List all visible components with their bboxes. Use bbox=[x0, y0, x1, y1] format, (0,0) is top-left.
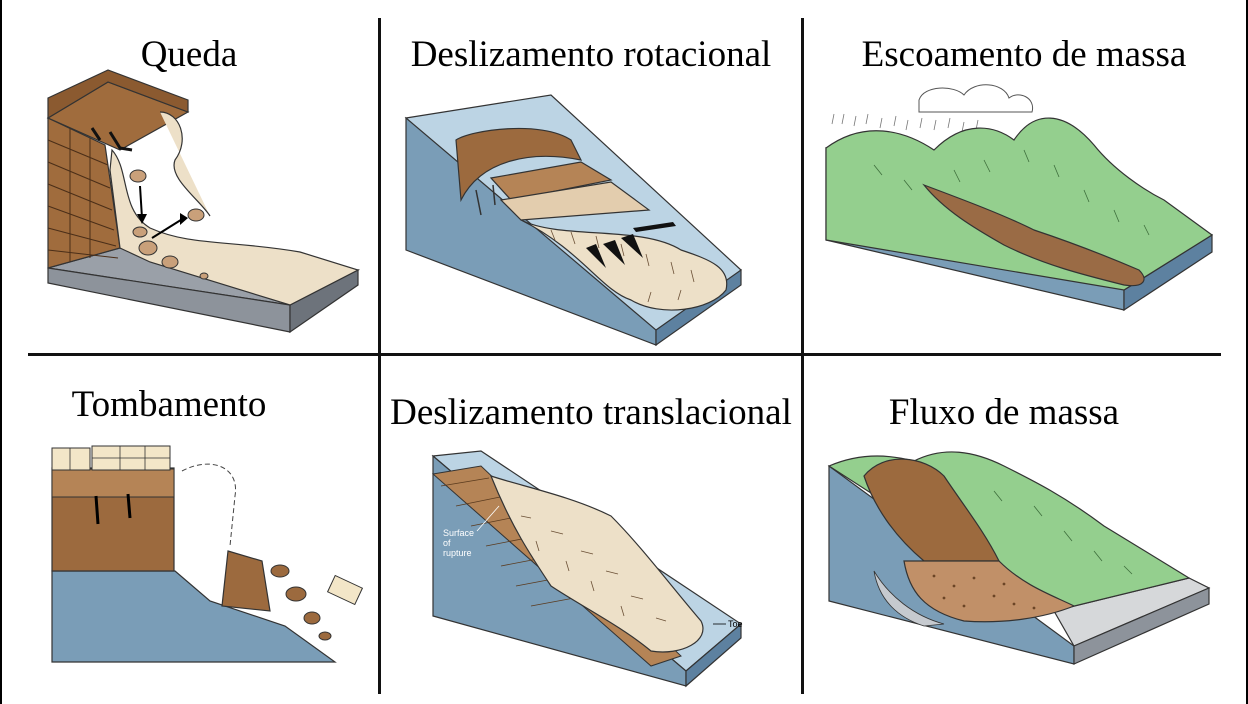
toe-label: Toe bbox=[728, 619, 743, 629]
left-frame-edge bbox=[0, 0, 2, 704]
panel-title-deslizamento-translacional: Deslizamento translacional bbox=[390, 392, 792, 433]
rupture-label-line3: rupture bbox=[443, 548, 472, 558]
vertical-divider-left bbox=[378, 18, 381, 694]
mass-flow-illustration bbox=[827, 451, 1211, 665]
panel-tombamento: Tombamento bbox=[0, 356, 378, 704]
panel-title-escoamento-de-massa: Escoamento de massa bbox=[861, 34, 1187, 75]
translational-slide-illustration: Surface of rupture Toe bbox=[431, 450, 743, 688]
rupture-label-line1: Surface bbox=[443, 528, 474, 538]
topple-illustration bbox=[51, 445, 364, 663]
panel-escoamento-de-massa: Escoamento de massa bbox=[804, 0, 1248, 352]
fall-illustration bbox=[46, 69, 361, 334]
earthflow-illustration bbox=[825, 84, 1214, 312]
panel-title-queda: Queda bbox=[140, 34, 238, 75]
panel-fluxo-de-massa: Fluxo de massa bbox=[804, 356, 1248, 704]
panel-title-fluxo-de-massa: Fluxo de massa bbox=[888, 392, 1120, 433]
rupture-label-line2: of bbox=[443, 538, 451, 548]
right-frame-edge bbox=[1246, 0, 1248, 704]
panel-queda: Queda bbox=[0, 0, 378, 352]
vertical-divider-right bbox=[801, 18, 804, 694]
panel-deslizamento-rotacional: Deslizamento rotacional bbox=[381, 0, 801, 352]
rotational-slide-illustration bbox=[404, 94, 742, 347]
panel-title-deslizamento-rotacional: Deslizamento rotacional bbox=[410, 34, 772, 75]
horizontal-divider bbox=[28, 353, 1221, 356]
panel-title-tombamento: Tombamento bbox=[71, 384, 267, 425]
panel-deslizamento-translacional: Deslizamento translacional Surface of ru… bbox=[381, 356, 801, 704]
